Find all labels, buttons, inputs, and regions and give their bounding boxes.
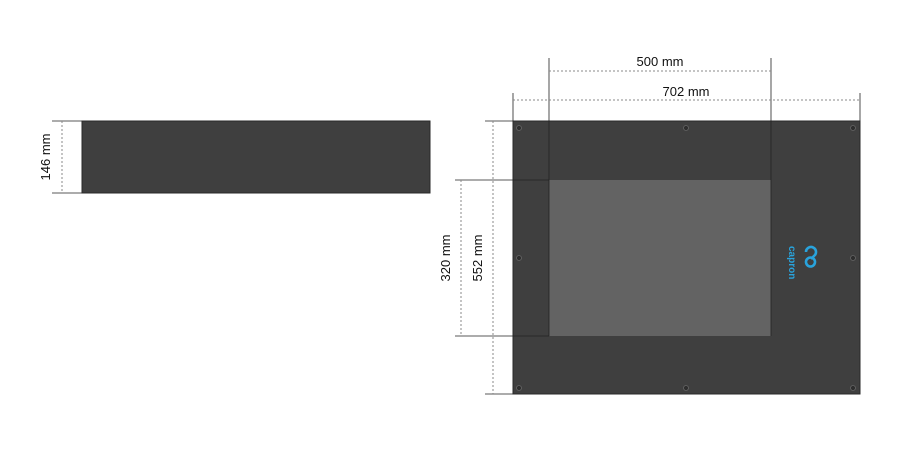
window-height-label: 320 mm <box>438 235 453 282</box>
logo-mark-icon <box>804 256 817 268</box>
logo-text: capron <box>786 246 797 279</box>
total-width-label: 702 mm <box>663 84 710 99</box>
screw-icon <box>683 385 689 391</box>
screw-icon <box>683 125 689 131</box>
side-housing <box>81 120 431 194</box>
depth-label: 146 mm <box>38 134 53 181</box>
capron-logo: capron <box>786 245 818 279</box>
display-window <box>549 180 771 336</box>
screw-icon <box>516 385 522 391</box>
logo-mark-icon <box>804 245 818 260</box>
front-view: capron 500 mm 702 mm 552 mm 320 mm <box>438 54 861 395</box>
total-height-label: 552 mm <box>470 235 485 282</box>
screw-icon <box>850 255 856 261</box>
screw-icon <box>516 125 522 131</box>
screw-icon <box>850 385 856 391</box>
side-view: 146 mm <box>38 120 431 194</box>
window-width-label: 500 mm <box>637 54 684 69</box>
screw-icon <box>516 255 522 261</box>
screw-icon <box>850 125 856 131</box>
screws <box>516 125 856 391</box>
